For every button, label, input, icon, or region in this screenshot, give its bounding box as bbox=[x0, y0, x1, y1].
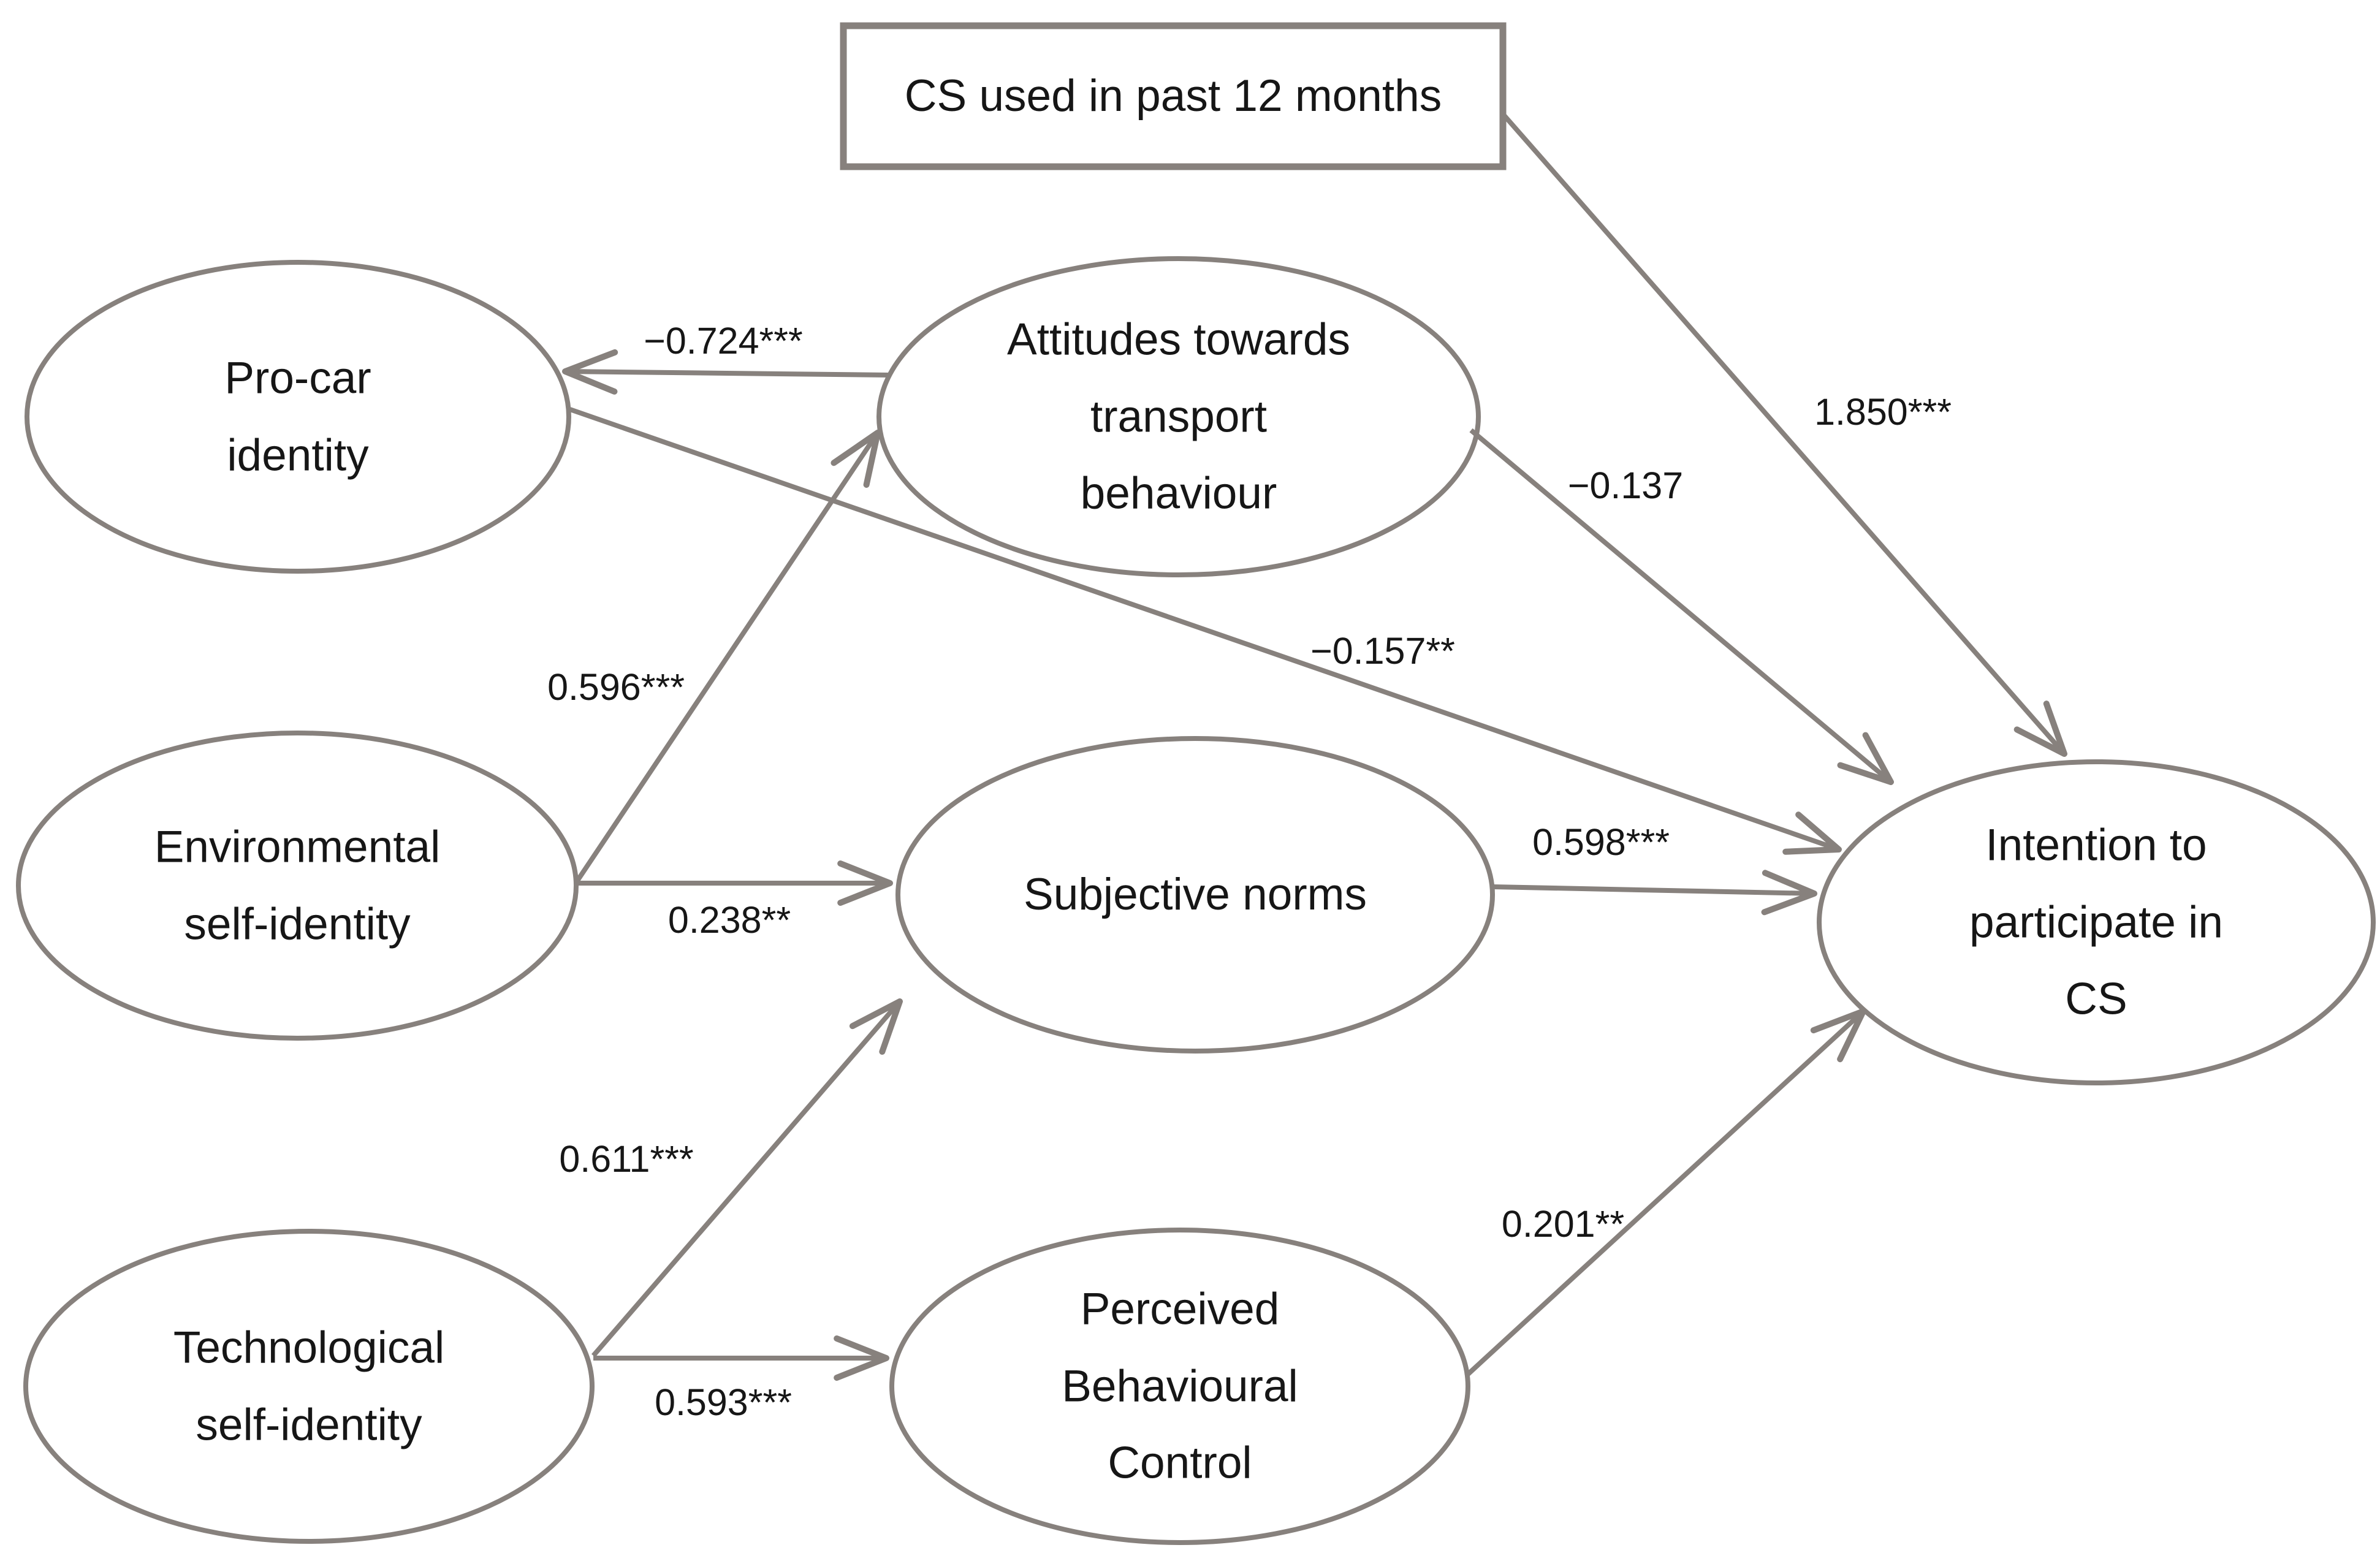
edge-attitudes-to-intention bbox=[1469, 428, 1894, 785]
coefficient-environmental-attitudes: 0.596*** bbox=[547, 666, 685, 708]
node-environmental-ellipse bbox=[16, 731, 579, 1041]
node-subjective-label: Subjective norms bbox=[1024, 870, 1367, 920]
node-attitudes-ellipse bbox=[876, 256, 1481, 577]
coefficient-attitudes-intention: −0.137 bbox=[1567, 465, 1684, 506]
node-cs-used-rectangle bbox=[840, 22, 1507, 170]
node-technological-ellipse bbox=[23, 1229, 595, 1544]
coefficient-subjective-intention: 0.598*** bbox=[1532, 821, 1670, 863]
edge-attitudes-to-pro-car bbox=[562, 349, 890, 395]
edge-pbc-to-intention bbox=[1464, 1008, 1866, 1378]
coefficient-technological-subjective: 0.611*** bbox=[559, 1138, 694, 1180]
coefficient-environmental-subjective: 0.238** bbox=[667, 899, 791, 941]
node-environmental-label: Environmental self-identity bbox=[154, 822, 441, 949]
coefficient-attitudes-pro-car: −0.724*** bbox=[644, 320, 803, 362]
node-intention-label: Intention to participate in CS bbox=[1969, 820, 2223, 1024]
coefficient-pbc-intention: 0.201** bbox=[1501, 1203, 1625, 1245]
coefficient-technological-pbc: 0.593*** bbox=[655, 1381, 792, 1423]
node-pbc-label: Perceived Behavioural Control bbox=[1062, 1284, 1298, 1488]
edge-subjective-to-intention bbox=[1493, 870, 1817, 916]
coefficient-cs-used-intention: 1.850*** bbox=[1814, 391, 1952, 433]
node-pro-car-label: Pro-car identity bbox=[224, 353, 371, 480]
edge-pro-car-to-intention bbox=[569, 407, 1842, 855]
edge-cs-used-to-intention bbox=[1500, 112, 2067, 757]
node-subjective-ellipse bbox=[895, 736, 1495, 1054]
node-cs-used-label: CS used in past 12 months bbox=[904, 71, 1442, 121]
node-technological-label: Technological self-identity bbox=[173, 1323, 445, 1449]
node-pro-car-ellipse bbox=[25, 260, 571, 574]
node-attitudes-label: Attitudes towards transport behaviour bbox=[1007, 314, 1350, 518]
edge-technological-to-subjective bbox=[591, 998, 903, 1357]
node-pbc-ellipse bbox=[889, 1228, 1470, 1545]
edge-environmental-to-attitudes bbox=[575, 430, 881, 883]
node-intention-ellipse bbox=[1817, 759, 2376, 1085]
coefficient-pro-car-intention: −0.157** bbox=[1310, 630, 1455, 672]
